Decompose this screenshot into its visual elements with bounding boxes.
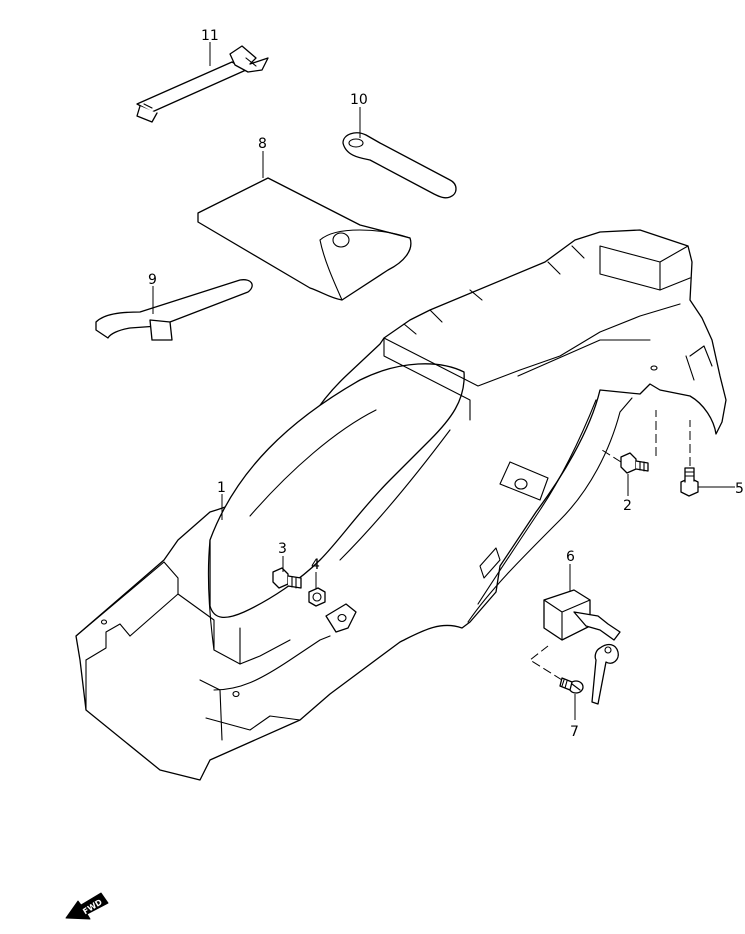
callout-6: 6: [566, 549, 575, 565]
part-5-bolt[interactable]: [680, 467, 699, 497]
callout-7: 7: [570, 724, 579, 740]
fit-line-bolt-2: [601, 449, 622, 463]
callout-9: 9: [148, 272, 157, 288]
callout-4: 4: [311, 557, 320, 573]
part-7-screw[interactable]: [559, 677, 584, 694]
part-9-hook-wrench[interactable]: [95, 279, 253, 341]
fit-line-screw-7: [529, 645, 563, 681]
part-1-rear-fender[interactable]: [75, 229, 727, 781]
callout-3: 3: [278, 541, 287, 557]
part-3-bolt[interactable]: [272, 567, 302, 589]
callout-10: 10: [350, 92, 368, 108]
fwd-direction-badge: FWD: [65, 892, 109, 920]
part-4-nut[interactable]: [308, 587, 326, 607]
part-11-strap[interactable]: [136, 45, 269, 123]
part-6-helmet-lock[interactable]: [543, 589, 621, 705]
callout-2: 2: [623, 498, 632, 514]
part-10-spanner[interactable]: [342, 132, 457, 199]
part-8-tool-bag[interactable]: [197, 177, 412, 301]
callout-8: 8: [258, 136, 267, 152]
fwd-arrow-icon: [65, 892, 109, 920]
callout-11: 11: [201, 28, 219, 44]
part-2-bolt[interactable]: [620, 452, 649, 474]
callout-1: 1: [217, 480, 226, 496]
callout-5: 5: [735, 481, 744, 497]
